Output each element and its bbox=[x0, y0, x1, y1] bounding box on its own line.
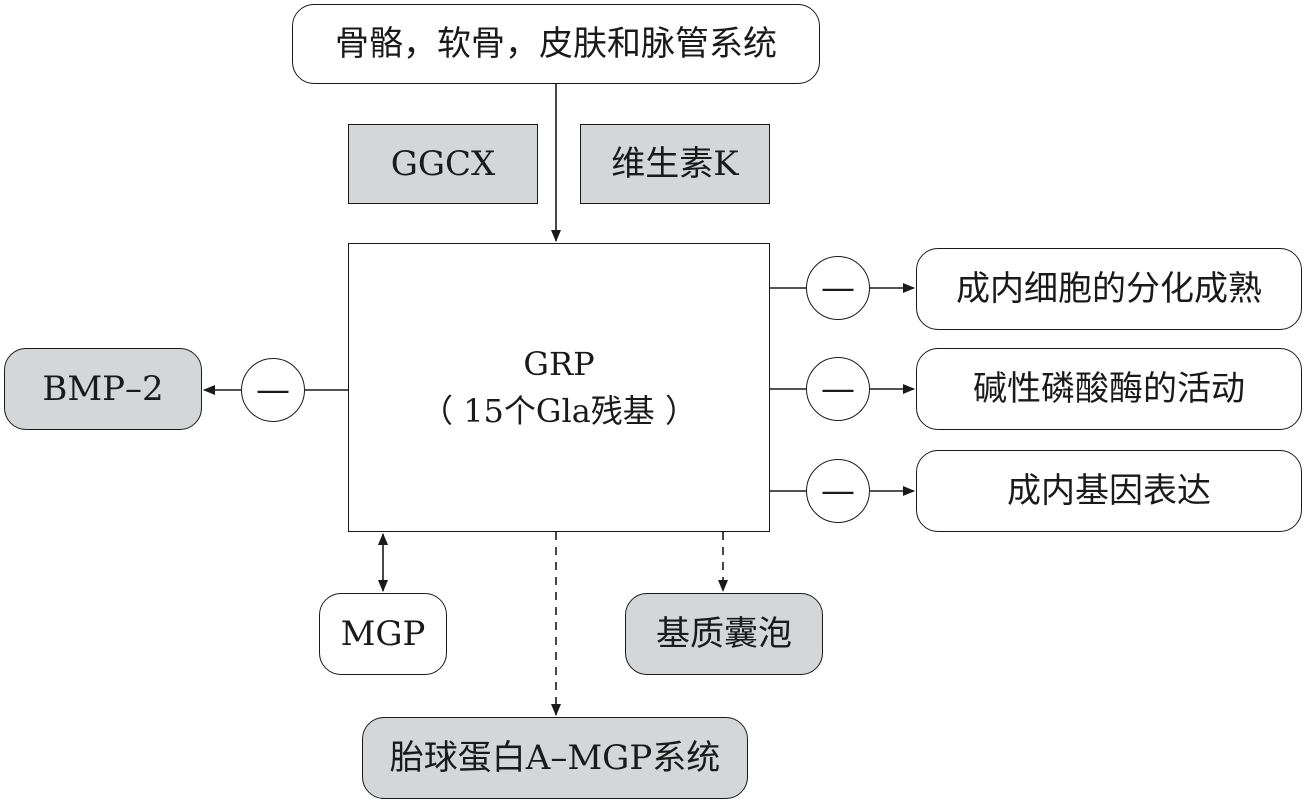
node-matrix-vesicle-label: 基质囊泡 bbox=[656, 613, 792, 654]
node-alkaline-phosphatase-label: 碱性磷酸酶的活动 bbox=[973, 368, 1245, 409]
node-bmp2-label: BMP–2 bbox=[42, 368, 164, 409]
node-chondrocyte-differentiation: 成内细胞的分化成熟 bbox=[916, 248, 1302, 330]
inhibit-symbol-right-3: — bbox=[806, 459, 870, 523]
node-bmp2: BMP–2 bbox=[4, 348, 202, 430]
inhibit-symbol-right-1-label: — bbox=[821, 268, 855, 308]
node-vitamin-k-label: 维生素K bbox=[611, 143, 739, 184]
node-ggcx-label: GGCX bbox=[390, 143, 496, 184]
node-mgp-label: MGP bbox=[340, 613, 426, 654]
node-grp: GRP （ 15个Gla残基 ） bbox=[348, 243, 770, 532]
node-tissue-systems-label: 骨骼，软骨，皮肤和脉管系统 bbox=[335, 23, 777, 64]
inhibit-symbol-right-2: — bbox=[806, 357, 870, 421]
inhibit-symbol-right-1: — bbox=[806, 256, 870, 320]
node-grp-subtitle: （ 15个Gla残基 ） bbox=[421, 391, 697, 430]
inhibit-symbol-left: — bbox=[241, 358, 305, 422]
inhibit-symbol-left-label: — bbox=[256, 370, 290, 410]
node-grp-title: GRP bbox=[523, 345, 595, 384]
node-tissue-systems: 骨骼，软骨，皮肤和脉管系统 bbox=[292, 4, 820, 84]
inhibit-symbol-right-2-label: — bbox=[821, 369, 855, 409]
node-fetuin-mgp-system-label: 胎球蛋白A–MGP系统 bbox=[389, 737, 721, 778]
node-chondrocyte-differentiation-label: 成内细胞的分化成熟 bbox=[956, 268, 1262, 309]
node-matrix-vesicle: 基质囊泡 bbox=[625, 593, 823, 675]
node-gene-expression: 成内基因表达 bbox=[916, 450, 1302, 532]
inhibit-symbol-right-3-label: — bbox=[821, 471, 855, 511]
node-ggcx: GGCX bbox=[348, 124, 538, 204]
node-alkaline-phosphatase: 碱性磷酸酶的活动 bbox=[916, 348, 1302, 430]
node-fetuin-mgp-system: 胎球蛋白A–MGP系统 bbox=[362, 717, 748, 799]
node-vitamin-k: 维生素K bbox=[580, 124, 770, 204]
node-gene-expression-label: 成内基因表达 bbox=[1007, 470, 1211, 511]
node-mgp: MGP bbox=[319, 593, 447, 675]
